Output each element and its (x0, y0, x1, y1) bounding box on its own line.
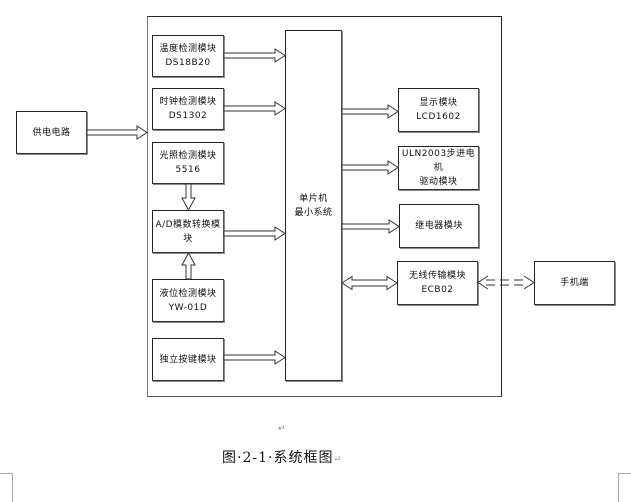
level-module-block: 液位检测模块 YW-01D (152, 279, 224, 322)
phone-label: 手机端 (560, 278, 589, 288)
arrow-mcu-wireless-bidirectional (341, 275, 398, 291)
block-label: A/D模数转换模 (155, 219, 221, 230)
block-label: 温度检测模块 (159, 44, 217, 54)
arrow-adc-to-mcu (223, 226, 286, 241)
arrow-power-to-system (86, 125, 148, 140)
relay-module-block: 继电器模块 (399, 204, 479, 248)
block-label: 显示模块LCD1602 (416, 98, 461, 122)
temperature-module-block: 温度检测模块 DS18B20 (152, 35, 224, 77)
power-supply-block: 供电电路 (16, 111, 87, 154)
paragraph-mark: ↵ (333, 455, 342, 465)
block-label: 时钟检测模块 (159, 97, 217, 107)
arrow-light-to-adc (181, 183, 196, 212)
arrow-wireless-to-phone (477, 275, 535, 290)
caption-text: 图·2-1·系统框图 (222, 450, 334, 466)
paragraph-mark: ↵ (278, 424, 286, 434)
phone-block: 手机端 (534, 261, 615, 305)
clock-module-block: 时钟检测模块 DS1302 (152, 88, 224, 130)
arrow-mcu-to-stepper (341, 160, 399, 175)
block-sublabel: ECB02 (421, 285, 454, 295)
figure-caption: 图·2-1·系统框图↵ (222, 447, 342, 467)
display-module-block: 显示模块LCD1602 (398, 88, 479, 132)
block-label: 继电器模块 (415, 221, 463, 231)
mcu-block: 单片机 最小系统 (285, 30, 342, 381)
mcu-sublabel: 最小系统 (294, 207, 333, 218)
page-corner-right (618, 473, 631, 502)
block-sublabel: YW-01D (168, 302, 208, 313)
arrow-level-to-adc (181, 251, 196, 280)
system-boundary (147, 16, 502, 397)
arrow-keypad-to-mcu (223, 350, 286, 365)
page-corner-left (0, 473, 13, 502)
block-label: 独立按键模块 (159, 354, 217, 365)
arrow-mcu-to-display (341, 104, 399, 119)
arrow-mcu-to-relay (341, 219, 400, 234)
power-supply-label: 供电电路 (32, 127, 71, 138)
mcu-label: 单片机 (299, 193, 328, 204)
block-label: 光照检测模块 (159, 151, 217, 161)
block-label: 无线传输模块 (408, 271, 466, 281)
block-sublabel: DS1302 (168, 111, 208, 121)
block-sublabel: DS18B20 (165, 58, 211, 68)
block-sublabel: 块 (183, 233, 193, 244)
block-label: ULN2003步进电机 (401, 149, 476, 173)
wireless-module-block: 无线传输模块 ECB02 (397, 261, 478, 305)
block-label: 液位检测模块 (159, 288, 217, 299)
light-module-block: 光照检测模块 5516 (152, 142, 224, 184)
arrow-clock-to-mcu (223, 101, 286, 116)
block-sublabel: 驱动模块 (419, 177, 458, 187)
arrow-temp-to-mcu (223, 48, 286, 63)
stepper-driver-block: ULN2003步进电机 驱动模块 (398, 146, 479, 190)
keypad-module-block: 独立按键模块 (152, 338, 224, 381)
block-sublabel: 5516 (175, 165, 201, 175)
